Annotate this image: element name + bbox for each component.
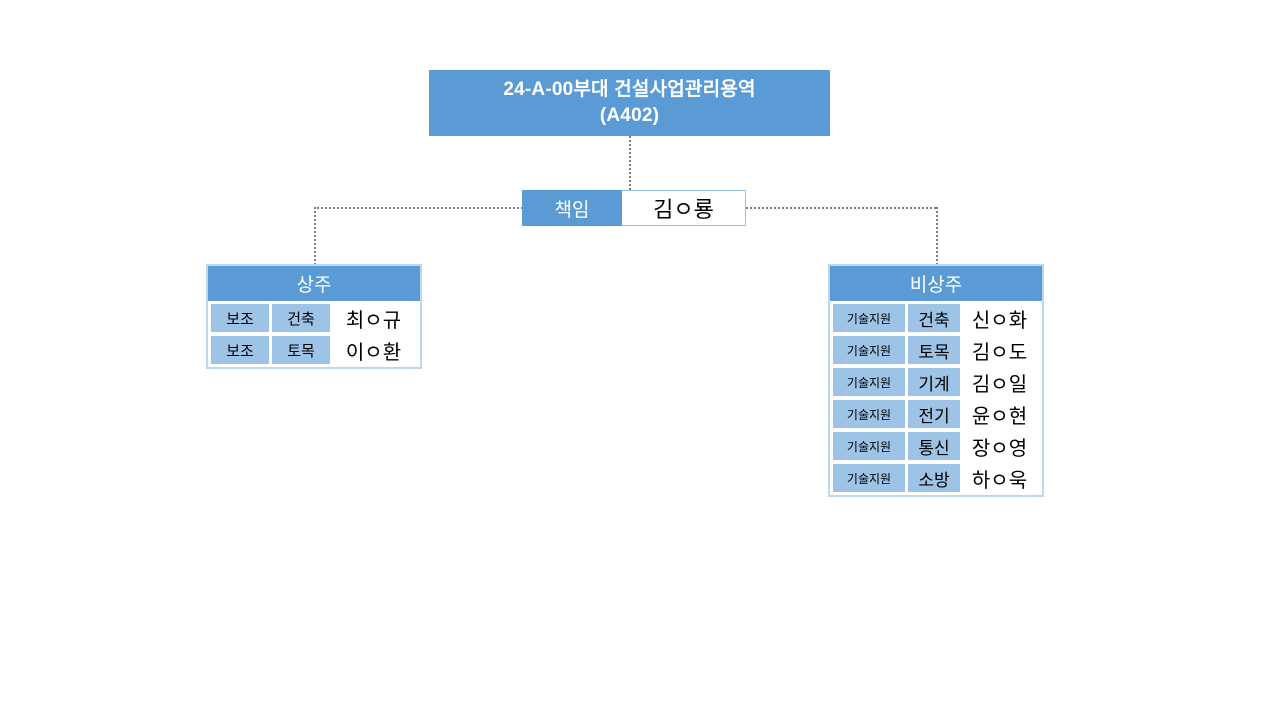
lead-row: 책임 김ㅇ룡	[522, 190, 746, 226]
group-body-resident: 보조 건축 최ㅇ규 보조 토목 이ㅇ환	[208, 301, 420, 367]
lead-role-label: 책임	[522, 190, 622, 226]
project-title-line1: 24-A-00부대 건설사업관리용역	[503, 79, 756, 100]
member-discipline: 전기	[908, 400, 960, 428]
member-row: 기술지원 토목 김ㅇ도	[833, 336, 1039, 364]
member-discipline: 건축	[908, 304, 960, 332]
member-discipline: 소방	[908, 464, 960, 492]
member-row: 기술지원 통신 장ㅇ영	[833, 432, 1039, 460]
group-panel-resident: 상주 보조 건축 최ㅇ규 보조 토목 이ㅇ환	[206, 264, 422, 369]
member-role: 보조	[211, 304, 269, 332]
member-row: 보조 건축 최ㅇ규	[211, 304, 417, 332]
member-role: 기술지원	[833, 304, 905, 332]
member-role: 기술지원	[833, 400, 905, 428]
member-name: 이ㅇ환	[330, 336, 417, 364]
member-row: 기술지원 기계 김ㅇ일	[833, 368, 1039, 396]
lead-name-value: 김ㅇ룡	[622, 190, 746, 226]
member-row: 기술지원 건축 신ㅇ화	[833, 304, 1039, 332]
project-title-box: 24-A-00부대 건설사업관리용역 (A402)	[429, 70, 830, 136]
connector-root-to-lead	[629, 136, 631, 190]
connector-lead-to-left	[314, 207, 523, 209]
connector-lead-to-right	[746, 207, 936, 209]
group-header-resident: 상주	[208, 266, 420, 301]
member-name: 김ㅇ도	[960, 336, 1039, 364]
connector-left-drop	[314, 207, 316, 265]
member-discipline: 건축	[272, 304, 330, 332]
member-row: 기술지원 소방 하ㅇ욱	[833, 464, 1039, 492]
member-name: 하ㅇ욱	[960, 464, 1039, 492]
group-body-non-resident: 기술지원 건축 신ㅇ화 기술지원 토목 김ㅇ도 기술지원 기계 김ㅇ일 기술지원…	[830, 301, 1042, 495]
member-row: 보조 토목 이ㅇ환	[211, 336, 417, 364]
member-name: 신ㅇ화	[960, 304, 1039, 332]
group-panel-non-resident: 비상주 기술지원 건축 신ㅇ화 기술지원 토목 김ㅇ도 기술지원 기계 김ㅇ일 …	[828, 264, 1044, 497]
member-name: 김ㅇ일	[960, 368, 1039, 396]
member-name: 윤ㅇ현	[960, 400, 1039, 428]
member-discipline: 기계	[908, 368, 960, 396]
member-discipline: 토목	[272, 336, 330, 364]
member-name: 최ㅇ규	[330, 304, 417, 332]
group-header-non-resident: 비상주	[830, 266, 1042, 301]
member-name: 장ㅇ영	[960, 432, 1039, 460]
connector-right-drop	[936, 207, 938, 265]
member-discipline: 통신	[908, 432, 960, 460]
member-role: 기술지원	[833, 464, 905, 492]
member-role: 보조	[211, 336, 269, 364]
project-title-line2: (A402)	[599, 105, 660, 126]
member-discipline: 토목	[908, 336, 960, 364]
member-role: 기술지원	[833, 368, 905, 396]
member-role: 기술지원	[833, 432, 905, 460]
member-row: 기술지원 전기 윤ㅇ현	[833, 400, 1039, 428]
member-role: 기술지원	[833, 336, 905, 364]
